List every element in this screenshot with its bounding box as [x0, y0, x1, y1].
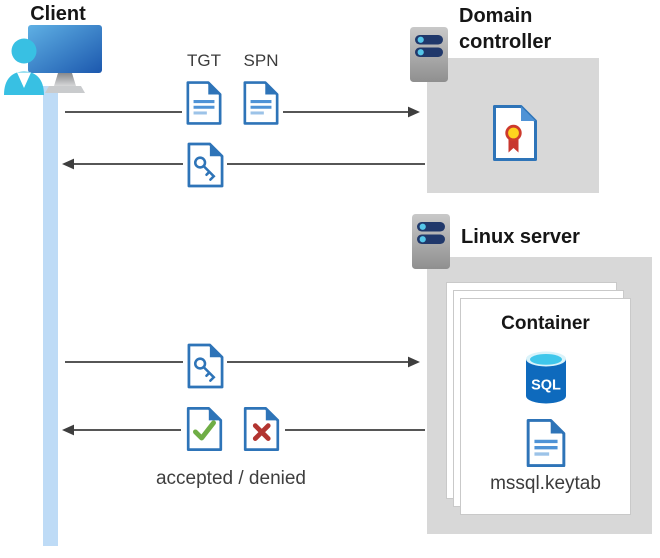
monitor-icon: [28, 25, 102, 73]
domain-controller-server-icon: [410, 27, 448, 82]
sql-icon-label: SQL: [531, 378, 561, 394]
spn-document-icon: [243, 80, 279, 125]
arrow-client-to-linux: [65, 356, 420, 368]
accepted-denied-label: accepted / denied: [155, 468, 306, 489]
arrow-dc-to-client: [62, 158, 425, 170]
spn-label: SPN: [243, 51, 279, 70]
x-document-icon: [243, 406, 280, 451]
person-icon: [4, 38, 44, 95]
client-title: Client: [30, 3, 86, 25]
container-card: Container SQL mssql.keytab: [460, 298, 631, 515]
linux-server-title: Linux server: [461, 226, 580, 248]
check-document-icon: [186, 406, 223, 451]
key-document-icon: [187, 343, 223, 388]
service-ticket-doc: [183, 140, 227, 190]
present-ticket-doc: [183, 340, 227, 391]
container-title: Container: [501, 313, 590, 334]
linux-server-icon: [412, 214, 450, 269]
keytab-label: mssql.keytab: [490, 473, 601, 494]
tgt-label: TGT: [187, 51, 221, 70]
keytab-document-icon: [526, 418, 565, 468]
client-workstation-icon: [4, 25, 102, 95]
key-document-icon: [187, 142, 223, 188]
certificate-icon: [493, 105, 537, 161]
sql-database-icon: SQL: [525, 351, 566, 404]
client-lifeline: [43, 86, 58, 546]
domain-controller-title: Domain controller: [459, 5, 552, 53]
tgt-document-icon: [186, 80, 222, 125]
ticket-request-docs: [182, 79, 283, 126]
verdict-docs: [181, 404, 285, 453]
